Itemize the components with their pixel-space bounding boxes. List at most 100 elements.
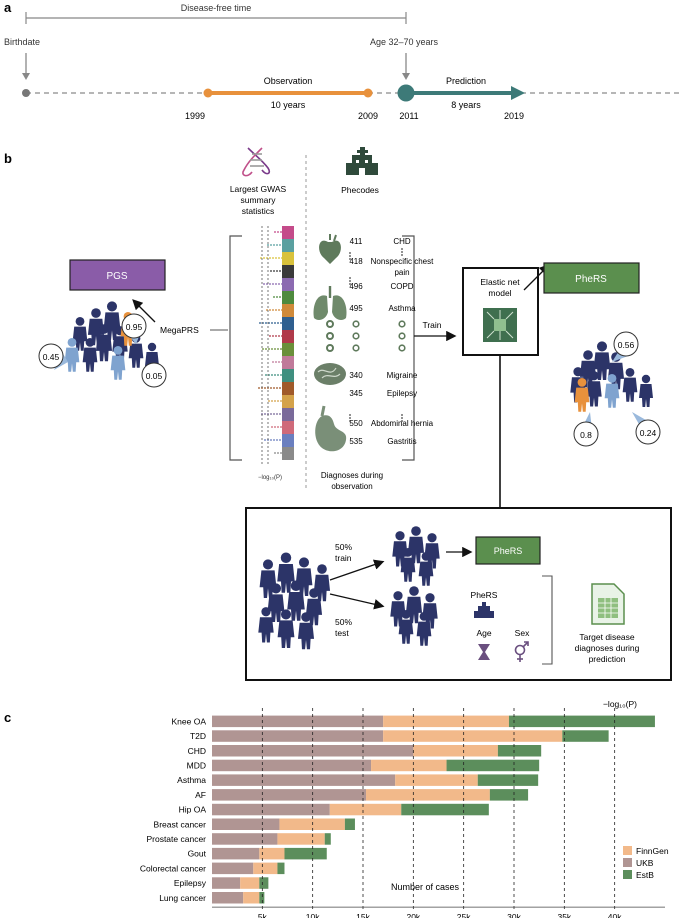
phecode-code: 411 — [350, 237, 363, 246]
bar-ukb — [212, 818, 280, 830]
panel-label-c: c — [4, 710, 11, 725]
split-test-2: test — [335, 628, 349, 638]
diagnoses-label-2: observation — [331, 482, 372, 491]
legend-label: UKB — [636, 858, 654, 868]
gwas-chromosome-block — [282, 226, 294, 239]
panel-label-a: a — [4, 0, 12, 15]
category-label: Colorectal cancer — [140, 863, 206, 873]
gwas-chromosome-block — [282, 421, 294, 434]
pgs-score: 0.95 — [126, 322, 143, 332]
gwas-title-3: statistics — [242, 206, 275, 216]
prediction-years: 8 years — [451, 100, 481, 110]
year-1999: 1999 — [185, 111, 205, 121]
phecode-name: Abdominal hernia — [371, 419, 434, 428]
model-label-1: Elastic net — [480, 277, 520, 287]
observation-years: 10 years — [271, 100, 306, 110]
birth-dot — [22, 89, 30, 97]
legend-swatch — [623, 858, 632, 867]
chip-icon — [483, 308, 517, 342]
phecode-name: Nonspecific chest — [371, 257, 434, 266]
panel-label-b: b — [4, 151, 12, 166]
bar-ukb — [212, 862, 254, 875]
bar-estb — [277, 862, 285, 875]
gwas-chromosome-block — [282, 369, 294, 382]
phecode-code: 535 — [349, 437, 363, 446]
spreadsheet-icon — [591, 583, 625, 625]
category-label: Breast cancer — [154, 819, 207, 829]
pheres-label: PheRS — [575, 274, 607, 285]
disease-free-label: Disease-free time — [181, 3, 252, 13]
observation-label: Observation — [264, 76, 313, 86]
prediction-arrowhead — [511, 86, 525, 100]
phecode-name: Migraine — [387, 371, 418, 380]
brain-icon — [314, 363, 346, 385]
gwas-chromosome-block — [282, 434, 294, 447]
bar-finngen — [240, 877, 260, 889]
gwas-chromosome-block — [282, 395, 294, 408]
category-label: AF — [195, 790, 206, 800]
model-label-2: model — [488, 288, 511, 298]
disease-free-bracket — [25, 12, 407, 24]
bar-finngen — [383, 715, 509, 728]
gwas-chromosome-block — [282, 343, 294, 356]
bar-ukb — [212, 715, 384, 728]
dna-icon — [242, 147, 271, 177]
bar-estb — [446, 759, 540, 772]
phecode-code: 550 — [349, 419, 363, 428]
bar-finngen — [329, 803, 402, 816]
bar-finngen — [279, 818, 345, 830]
hourglass-icon — [478, 644, 490, 660]
target-label-3: prediction — [589, 654, 626, 664]
phecode-name: Epilepsy — [387, 389, 417, 398]
year-2019: 2019 — [504, 111, 524, 121]
pgs-score: 0.45 — [43, 352, 60, 362]
x-tick-label: 40k — [608, 912, 622, 918]
gwas-column — [258, 226, 294, 460]
pheres-box — [543, 262, 640, 294]
legend-swatch — [623, 846, 632, 855]
bar-estb — [284, 847, 327, 860]
category-label: Epilepsy — [174, 878, 207, 888]
heart-icon — [319, 234, 341, 264]
category-label: Lung cancer — [159, 893, 206, 903]
pheres-crowd — [570, 341, 653, 412]
bar-ukb — [212, 774, 396, 786]
pheres-score: 0.8 — [580, 430, 592, 440]
x-tick-label: 30k — [507, 912, 521, 918]
bar-finngen — [371, 759, 447, 772]
bar-estb — [497, 745, 542, 757]
bar-ukb — [212, 803, 330, 816]
pheres-score: 0.56 — [618, 340, 635, 350]
pgs-score-circles — [38, 313, 167, 388]
data-bracket — [229, 235, 415, 461]
x-tick-label: 20k — [406, 912, 420, 918]
chart-xlabel: Number of cases — [391, 882, 460, 892]
bar-ukb — [212, 877, 241, 889]
phecode-name: Asthma — [388, 304, 416, 313]
covariate-age: Age — [476, 628, 491, 638]
year-2009: 2009 — [358, 111, 378, 121]
x-tick-label: 35k — [557, 912, 571, 918]
prediction-start-dot — [397, 84, 415, 102]
prediction-label: Prediction — [446, 76, 486, 86]
phecode-name: pain — [394, 268, 409, 277]
bar-ukb — [212, 759, 372, 772]
x-tick-label: 15k — [356, 912, 370, 918]
legend-swatch — [623, 870, 632, 879]
obs-start-dot — [203, 88, 213, 98]
age-arrowhead — [402, 73, 410, 80]
eval-pheres-label: PheRS — [494, 546, 523, 556]
bar-finngen — [383, 730, 563, 742]
phecode-code: 340 — [349, 371, 363, 380]
gwas-title-2: summary — [241, 195, 277, 205]
gwas-chromosome-block — [282, 291, 294, 304]
pheres-score: 0.24 — [640, 428, 657, 438]
pgs-score: 0.05 — [146, 371, 163, 381]
bar-finngen — [259, 847, 285, 860]
sex-symbol-icon — [514, 641, 529, 662]
phecode-name: CHD — [393, 237, 411, 246]
bar-estb — [562, 730, 609, 742]
bar-finngen — [277, 833, 325, 845]
category-label: Gout — [188, 849, 207, 859]
